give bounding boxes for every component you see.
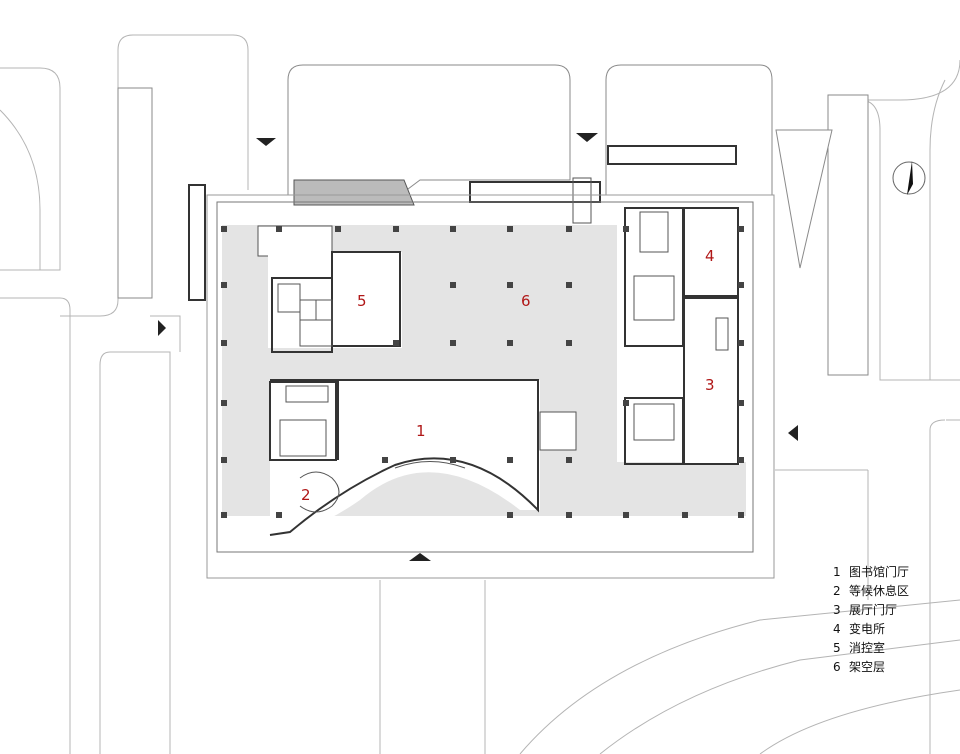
zone-5-room (257, 225, 402, 353)
podium-edge (216, 201, 754, 553)
zone-label-2: 2 (301, 486, 311, 504)
north-arrow-icon (892, 161, 926, 195)
neighbor-buildings (117, 64, 869, 376)
site-boundary (206, 194, 775, 579)
zone-label-1: 1 (416, 422, 426, 440)
entrance-arrow-icon (158, 133, 798, 561)
zone-label-5: 5 (357, 292, 367, 310)
zone-label-4: 4 (705, 247, 715, 265)
zone-3-hall (624, 297, 740, 465)
zone-4-room (620, 205, 740, 347)
zone-1-lobby (269, 379, 577, 536)
column-grid (221, 226, 744, 518)
site-context (0, 34, 960, 754)
zone-label-3: 3 (705, 376, 715, 394)
zone-label-6: 6 (521, 292, 531, 310)
